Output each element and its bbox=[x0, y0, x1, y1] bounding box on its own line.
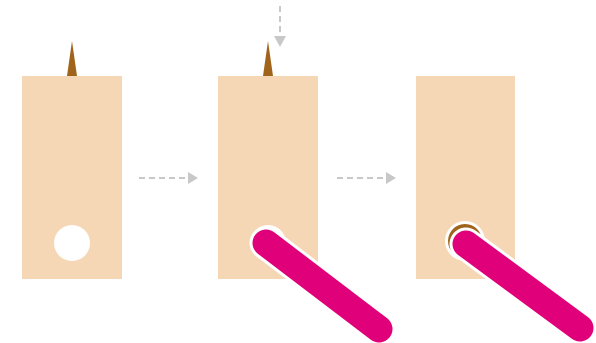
arrow-right-1-head bbox=[188, 172, 198, 184]
arrow-right-2 bbox=[337, 172, 396, 184]
hole-1 bbox=[54, 225, 90, 261]
rod-3 bbox=[466, 244, 580, 328]
panel-1 bbox=[22, 41, 122, 279]
arrow-right-1 bbox=[139, 172, 198, 184]
spike-2 bbox=[263, 41, 273, 76]
panel-3 bbox=[416, 76, 580, 328]
arrow-right-2-head bbox=[386, 172, 396, 184]
arrow-down bbox=[274, 6, 286, 47]
arrow-down-head bbox=[274, 36, 286, 47]
rod-2 bbox=[266, 243, 379, 329]
panel-2 bbox=[218, 41, 379, 329]
spike-1 bbox=[67, 41, 77, 76]
